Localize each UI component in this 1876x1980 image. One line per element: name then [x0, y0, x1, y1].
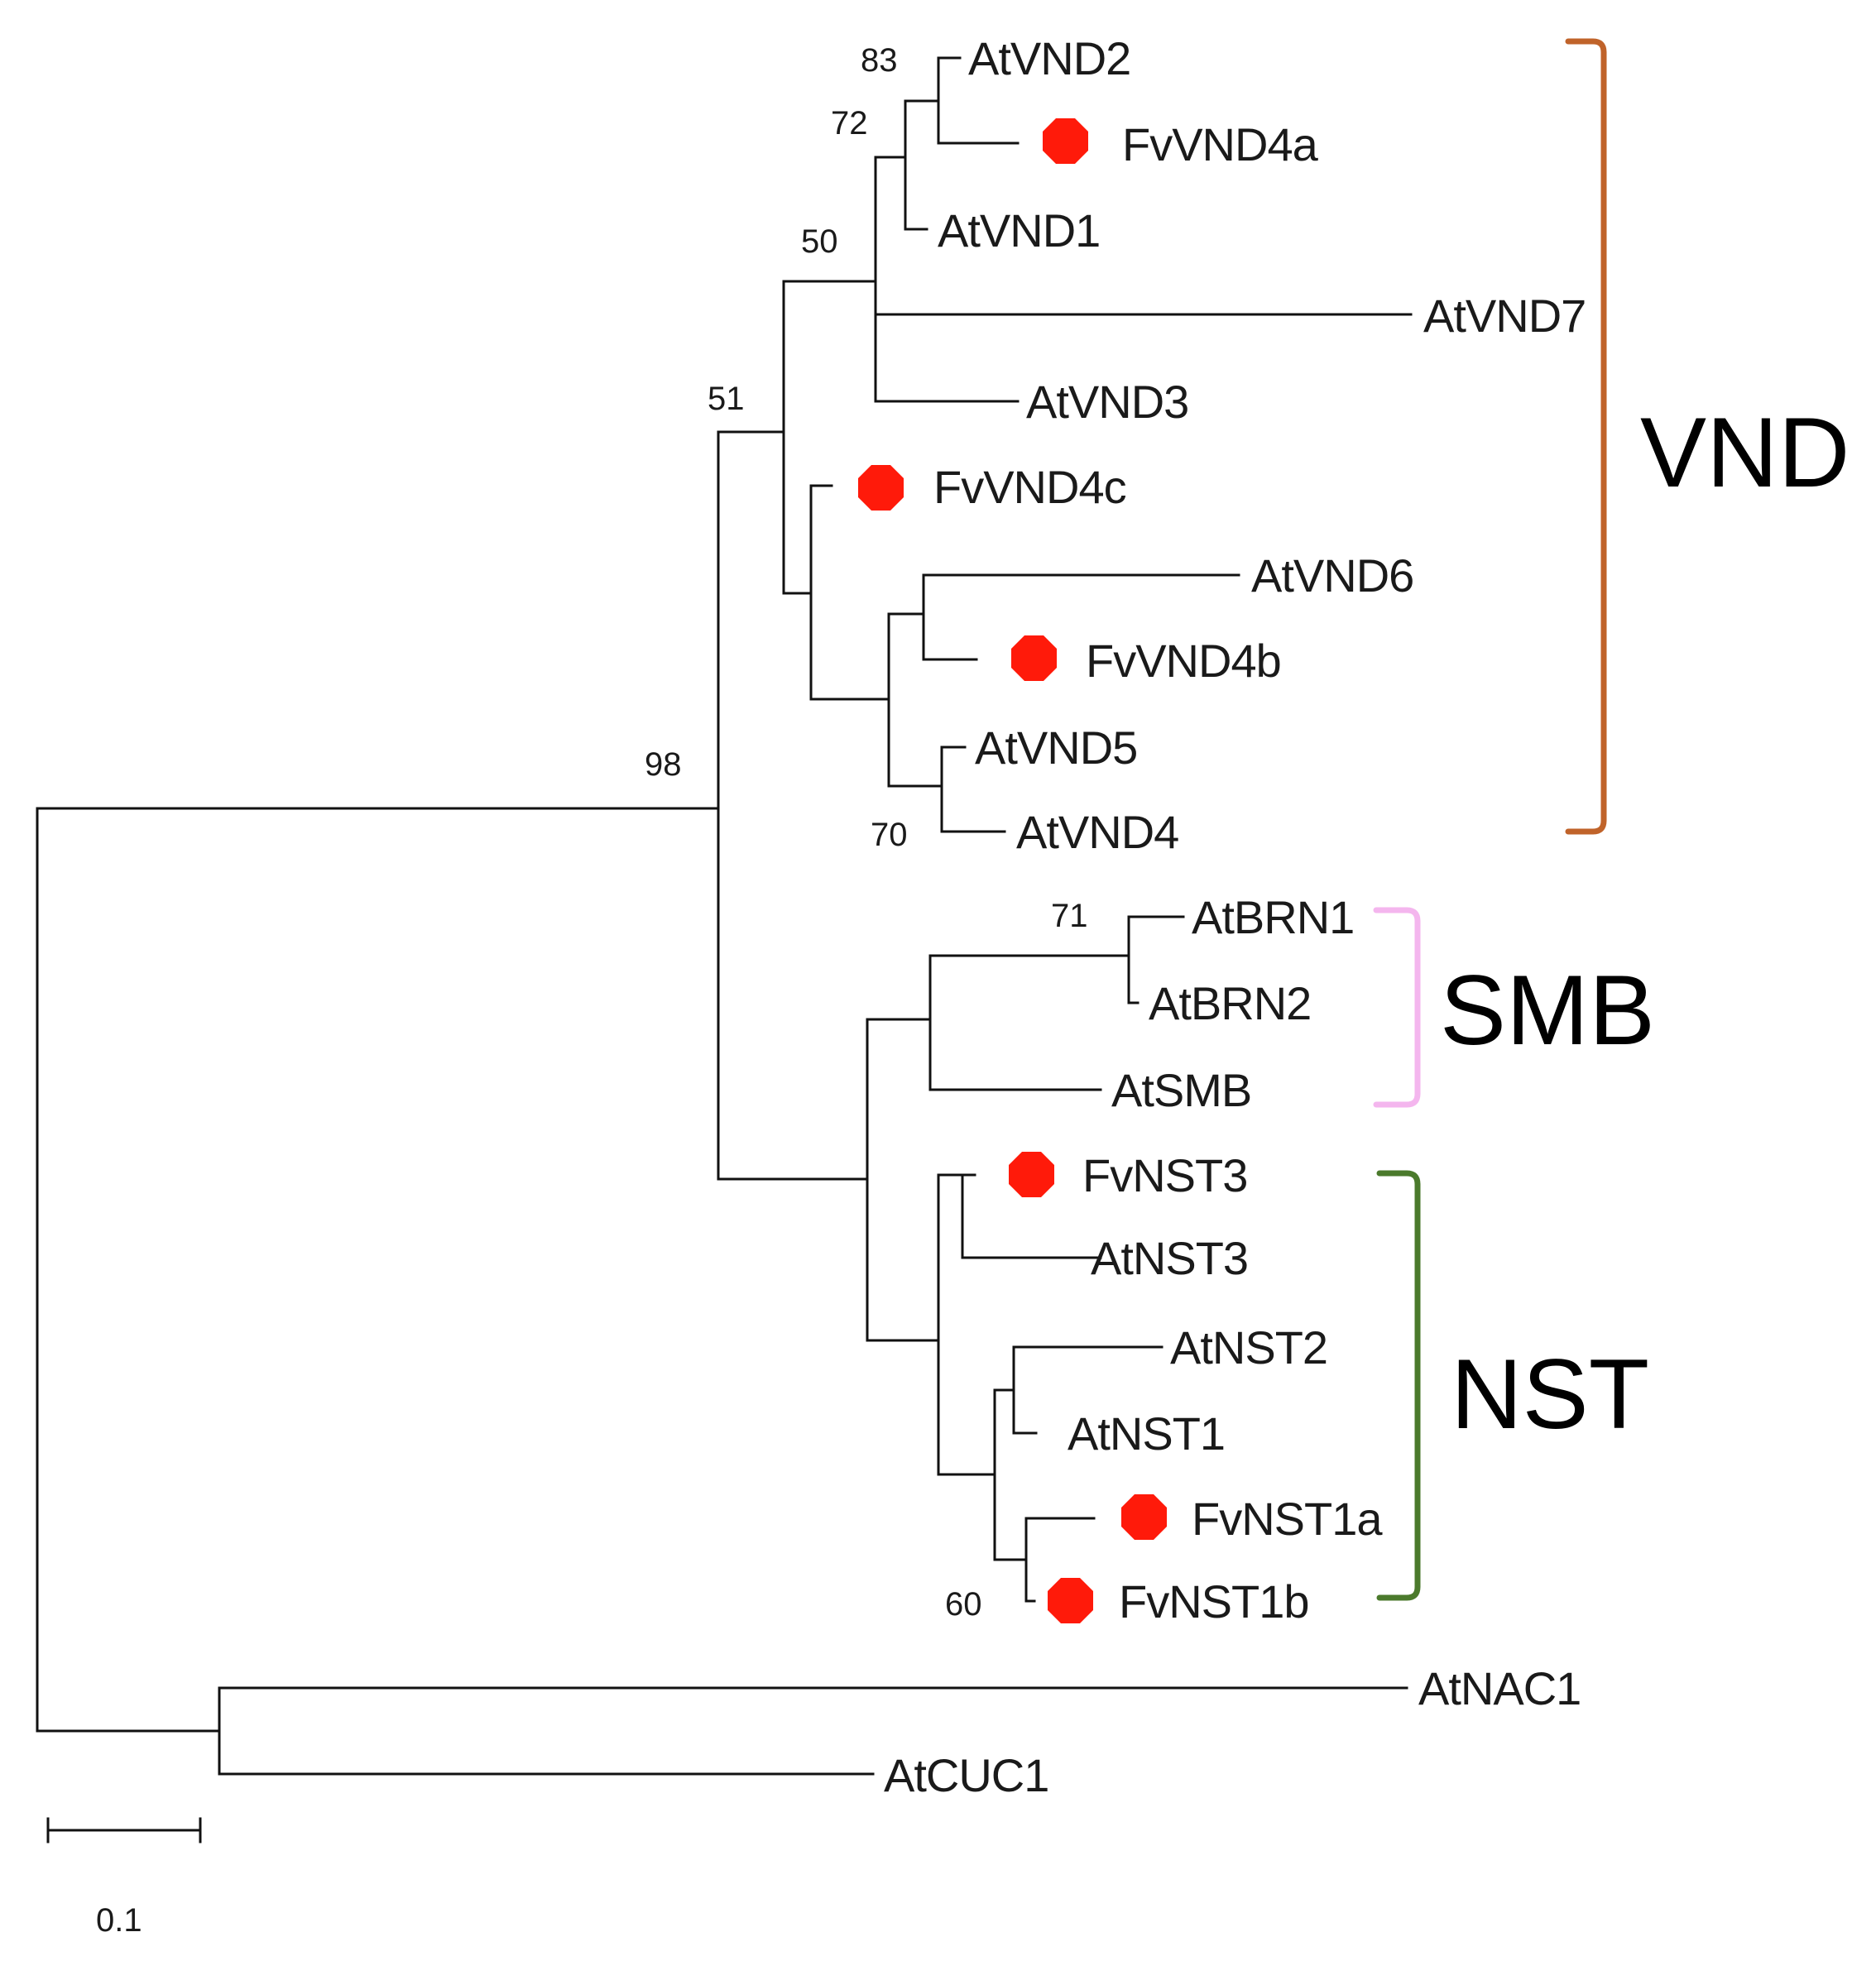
- taxon-atvnd1: AtVND1: [938, 204, 1100, 256]
- taxon-atvnd3: AtVND3: [1026, 376, 1188, 428]
- support-50: 50: [801, 223, 838, 260]
- taxon-fvvnd4c: FvVND4c: [933, 461, 1126, 513]
- scale-bar: [46, 1817, 202, 1843]
- fragaria-markers: [858, 118, 1167, 1623]
- support-83: 83: [861, 42, 898, 79]
- taxon-atvnd7: AtVND7: [1423, 290, 1586, 342]
- support-60: 60: [945, 1586, 982, 1623]
- taxon-atbrn1: AtBRN1: [1192, 891, 1354, 943]
- taxon-atnac1: AtNAC1: [1418, 1662, 1581, 1714]
- clade-brackets: VND SMB NST: [1373, 38, 1850, 1601]
- clade-label-vnd: VND: [1640, 397, 1850, 508]
- clade-label-smb: SMB: [1440, 955, 1655, 1066]
- taxon-atvnd2: AtVND2: [968, 32, 1130, 84]
- taxon-atsmb: AtSMB: [1111, 1064, 1251, 1116]
- taxon-fvvnd4b: FvVND4b: [1086, 635, 1281, 687]
- support-51: 51: [708, 381, 745, 417]
- taxon-atnst3: AtNST3: [1091, 1232, 1248, 1284]
- marker-fvnst1b-icon: [1048, 1578, 1093, 1623]
- taxon-fvnst3: FvNST3: [1082, 1149, 1247, 1201]
- clade-label-nst: NST: [1451, 1339, 1649, 1450]
- support-72: 72: [831, 105, 868, 141]
- marker-fvvnd4c-icon: [858, 465, 904, 511]
- marker-fvvnd4a-icon: [1043, 118, 1088, 164]
- taxon-labels: AtVND2 FvVND4a AtVND1 AtVND7 AtVND3 FvVN…: [884, 32, 1586, 1801]
- support-71: 71: [1051, 898, 1088, 934]
- tree-branches: [36, 56, 1413, 1843]
- marker-fvvnd4b-icon: [1011, 635, 1057, 681]
- bracket-smb: [1373, 907, 1421, 1108]
- taxon-atnst1: AtNST1: [1068, 1407, 1225, 1460]
- support-70: 70: [871, 817, 908, 853]
- taxon-atvnd6: AtVND6: [1251, 549, 1413, 602]
- marker-fvnst3-icon: [1009, 1152, 1054, 1197]
- marker-fvnst1a-icon: [1121, 1494, 1167, 1540]
- support-values: 83 72 50 51 98 70 71 60: [645, 42, 1088, 1623]
- taxon-fvnst1a: FvNST1a: [1192, 1493, 1383, 1545]
- taxon-fvnst1b: FvNST1b: [1119, 1575, 1309, 1628]
- taxon-atvnd4: AtVND4: [1016, 806, 1178, 858]
- bracket-nst: [1376, 1170, 1421, 1601]
- taxon-fvvnd4a: FvVND4a: [1122, 118, 1319, 170]
- taxon-atbrn2: AtBRN2: [1149, 977, 1311, 1029]
- bracket-vnd: [1565, 38, 1607, 835]
- taxon-atvnd5: AtVND5: [975, 722, 1137, 774]
- taxon-atnst2: AtNST2: [1170, 1321, 1327, 1374]
- support-98: 98: [645, 746, 682, 783]
- taxon-atcuc1: AtCUC1: [884, 1749, 1048, 1801]
- scale-bar-label: 0.1: [96, 1902, 142, 1939]
